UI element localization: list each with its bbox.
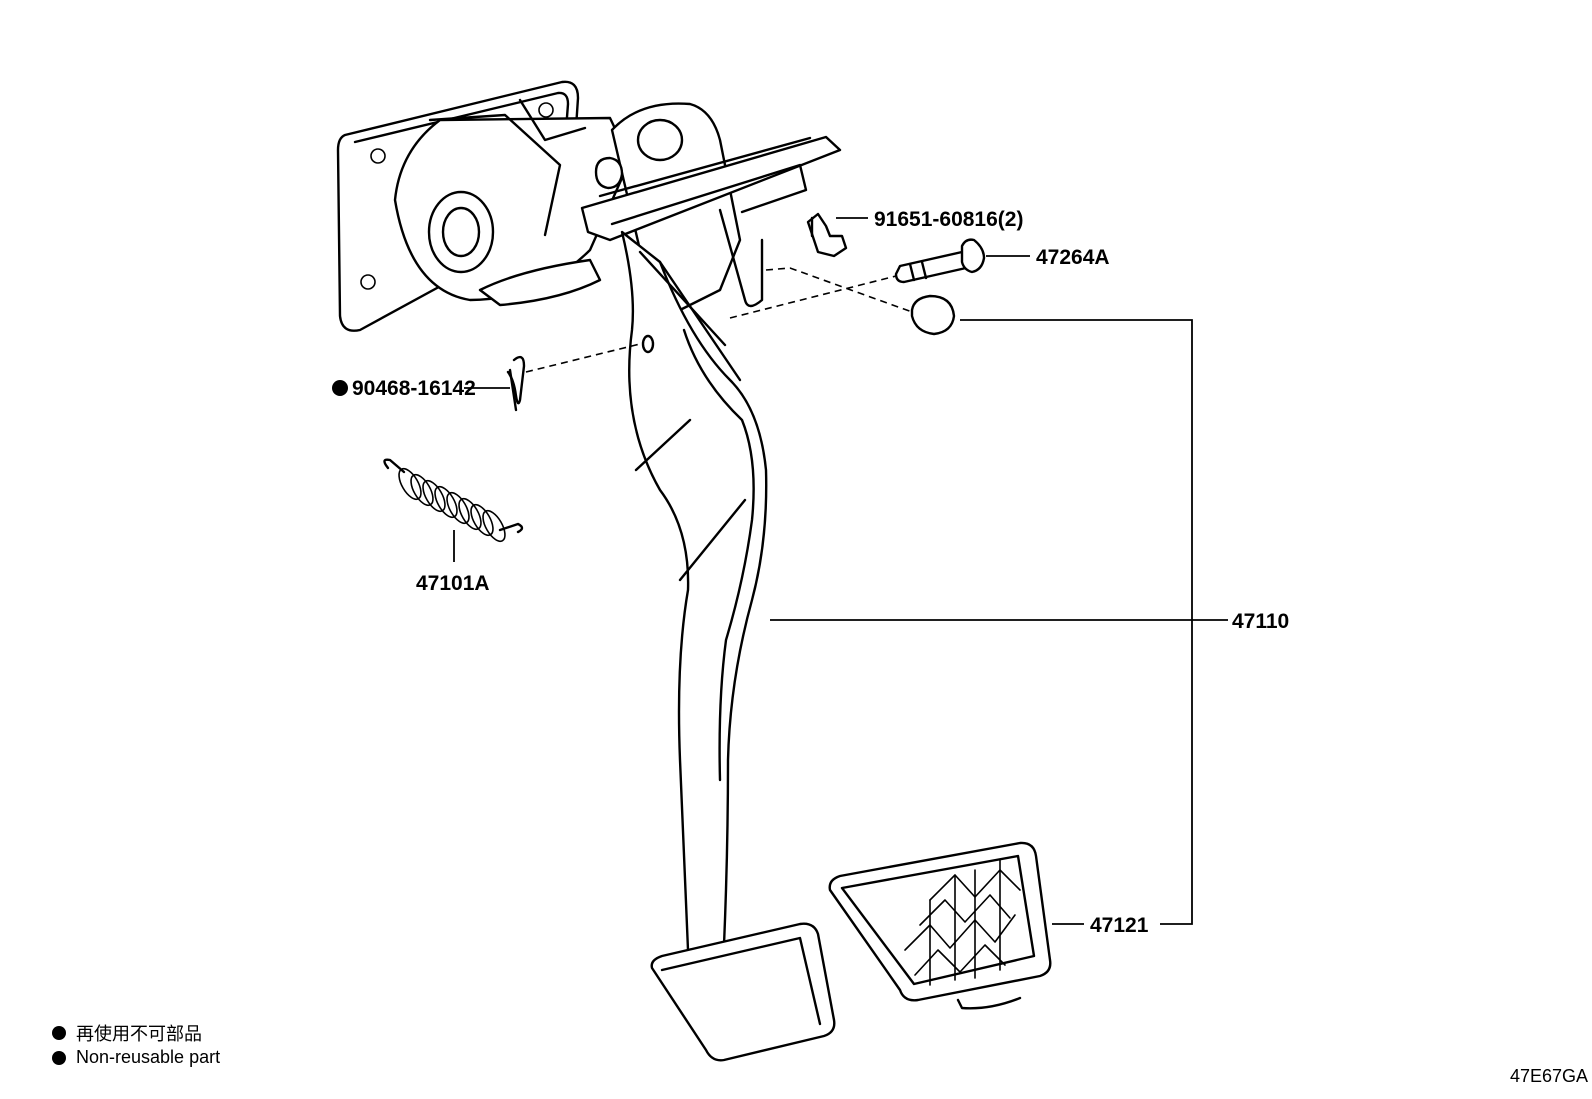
pedal-arm <box>620 230 768 952</box>
pin-part <box>894 238 986 284</box>
pedal-pad <box>828 841 1052 1010</box>
legend-text-jp: 再使用不可部品 <box>76 1024 202 1044</box>
stopper-bracket <box>580 135 842 308</box>
stopper-cushion <box>910 294 956 336</box>
label-spring[interactable]: 47101A <box>416 572 490 595</box>
clip-part <box>506 355 526 412</box>
label-bolt[interactable]: 91651-60816(2) <box>874 208 1023 231</box>
label-clip[interactable]: 90468-16142 <box>352 377 476 400</box>
assembly-lines <box>525 267 913 373</box>
diagram-code: 47E67GA <box>1509 1066 1588 1086</box>
non-reusable-marker <box>332 380 348 396</box>
part-labels: 91651-60816(2) 47264A 90468-16142 47101A… <box>332 208 1289 937</box>
legend-item-en: Non-reusable part <box>52 1047 220 1068</box>
leader-lines <box>453 217 1228 925</box>
label-pin[interactable]: 47264A <box>1036 246 1110 269</box>
label-pedal-arm[interactable]: 47110 <box>1232 610 1289 633</box>
bullet-icon <box>52 1050 66 1065</box>
label-pedal-pad[interactable]: 47121 <box>1090 914 1149 937</box>
bullet-icon <box>52 1026 66 1040</box>
spring-part <box>383 458 524 543</box>
legend-text-en: Non-reusable part <box>76 1047 221 1067</box>
pedal-foot <box>650 922 836 1062</box>
bolt-part <box>806 212 848 258</box>
legend-item-jp: 再使用不可部品 <box>52 1020 202 1046</box>
